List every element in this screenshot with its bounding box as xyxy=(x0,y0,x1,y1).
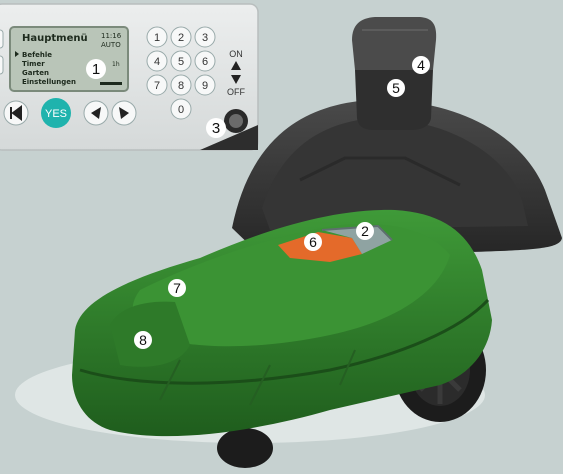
callout-4: 4 xyxy=(412,56,430,74)
callout-5: 5 xyxy=(387,79,405,97)
callout-2: 2 xyxy=(356,222,374,240)
svg-text:5: 5 xyxy=(392,80,400,96)
callout-1: 1 xyxy=(86,59,106,79)
key-9[interactable]: 9 xyxy=(195,75,215,95)
key-4[interactable]: 4 xyxy=(147,51,167,71)
yes-button-label: YES xyxy=(45,108,67,120)
svg-text:6: 6 xyxy=(309,234,317,250)
arrow-left-button[interactable] xyxy=(84,101,108,125)
svg-text:4: 4 xyxy=(154,56,160,68)
callout-7: 7 xyxy=(168,279,186,297)
front-wheel xyxy=(217,428,273,468)
key-8[interactable]: 8 xyxy=(171,75,191,95)
menu-item: Einstellungen xyxy=(22,78,76,86)
key-5[interactable]: 5 xyxy=(171,51,191,71)
svg-text:1: 1 xyxy=(92,61,100,78)
svg-text:3: 3 xyxy=(202,32,208,44)
key-switch[interactable] xyxy=(224,109,248,133)
svg-text:8: 8 xyxy=(139,332,147,348)
display-mode: AUTO xyxy=(101,41,121,49)
svg-text:7: 7 xyxy=(154,80,160,92)
key-6[interactable]: 6 xyxy=(195,51,215,71)
key-2[interactable]: 2 xyxy=(171,27,191,47)
display-time: 11:16 xyxy=(101,32,122,40)
menu-item: Timer xyxy=(22,60,45,68)
svg-text:9: 9 xyxy=(202,80,208,92)
svg-text:4: 4 xyxy=(417,57,425,73)
svg-text:6: 6 xyxy=(202,56,208,68)
callout-6: 6 xyxy=(304,233,322,251)
svg-text:3: 3 xyxy=(212,120,220,137)
arrow-right-button[interactable] xyxy=(112,101,136,125)
yes-button[interactable]: YES xyxy=(41,98,71,128)
svg-text:2: 2 xyxy=(361,223,369,239)
svg-text:1: 1 xyxy=(154,32,160,44)
display-title: Hauptmenü xyxy=(22,33,88,44)
svg-text:2: 2 xyxy=(178,32,184,44)
key-0[interactable]: 0 xyxy=(171,99,191,119)
off-label: OFF xyxy=(227,87,245,97)
back-button[interactable] xyxy=(4,101,28,125)
svg-text:0: 0 xyxy=(178,104,184,116)
menu-item: Garten xyxy=(22,69,49,77)
key-7[interactable]: 7 xyxy=(147,75,167,95)
side-key[interactable] xyxy=(0,56,3,74)
display-scrollbar xyxy=(100,82,122,85)
svg-text:7: 7 xyxy=(173,280,181,296)
callout-8: 8 xyxy=(134,331,152,349)
key-1[interactable]: 1 xyxy=(147,27,167,47)
side-key[interactable] xyxy=(0,30,3,48)
on-label: ON xyxy=(229,49,243,59)
key-3[interactable]: 3 xyxy=(195,27,215,47)
display-hours: 1h xyxy=(112,61,120,68)
svg-text:5: 5 xyxy=(178,56,184,68)
menu-item: Befehle xyxy=(22,51,52,59)
callout-3: 3 xyxy=(206,118,226,138)
svg-text:8: 8 xyxy=(178,80,184,92)
